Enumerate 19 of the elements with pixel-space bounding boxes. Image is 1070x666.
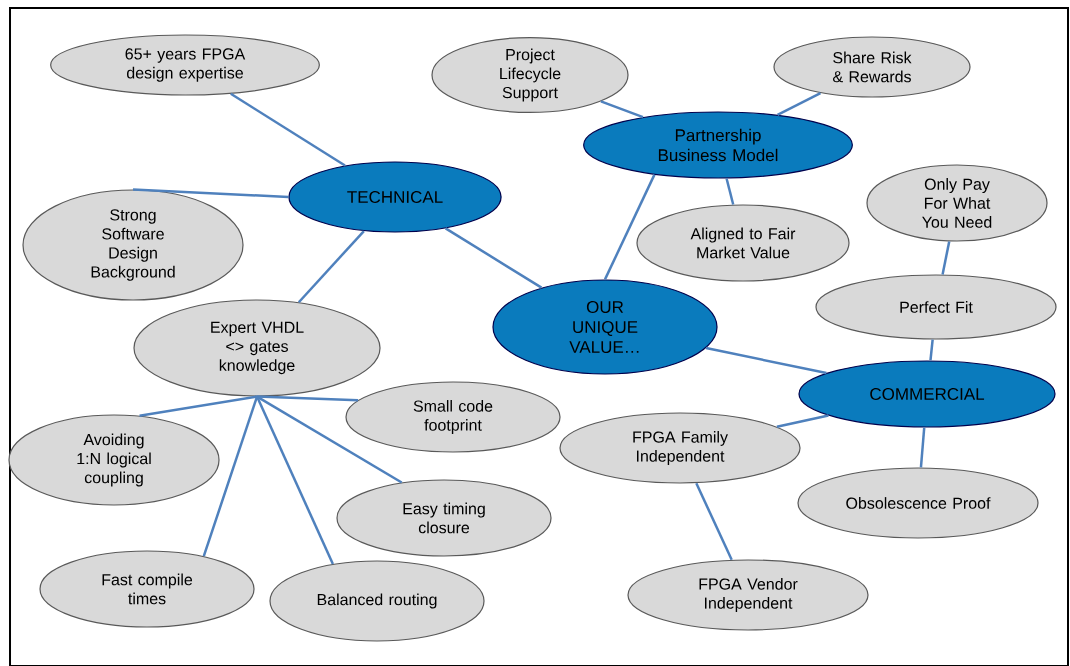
connector-line xyxy=(139,395,258,417)
connector-line xyxy=(776,91,822,116)
connector-line xyxy=(230,92,346,167)
connector-line xyxy=(444,227,543,289)
connector-line xyxy=(929,339,934,361)
connector-line xyxy=(695,482,733,561)
connector-line xyxy=(256,395,403,484)
connector-line xyxy=(941,241,951,275)
connector-line xyxy=(202,396,259,557)
connector-line xyxy=(705,346,827,375)
connector-line xyxy=(603,174,656,280)
connector-line xyxy=(776,414,829,429)
connector-line xyxy=(919,427,926,468)
connector-line xyxy=(725,178,735,205)
connector-line xyxy=(297,230,365,304)
connector-line xyxy=(600,100,644,119)
connector-line xyxy=(256,395,359,402)
connector-line xyxy=(132,188,289,199)
connector-line xyxy=(255,396,334,565)
